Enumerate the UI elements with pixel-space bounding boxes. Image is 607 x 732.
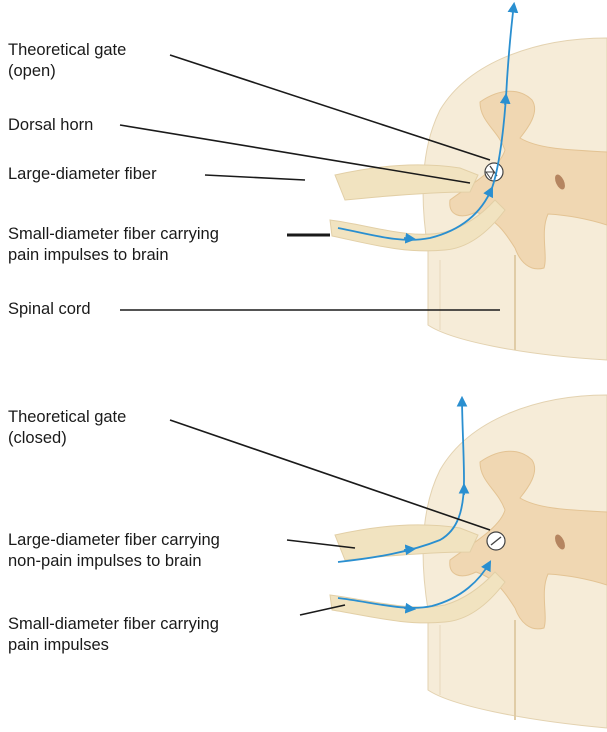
label-gate-state-open: (open): [8, 61, 56, 82]
label-theoretical-gate-open: Theoretical gate: [8, 40, 126, 61]
label-dorsal-horn: Dorsal horn: [8, 115, 93, 136]
panel-open: [120, 4, 607, 360]
theoretical-gate-closed: [487, 532, 505, 550]
label-spinal-cord: Spinal cord: [8, 299, 91, 320]
label-large-fiber-line2: non-pain impulses to brain: [8, 551, 202, 572]
panel-closed: [170, 395, 607, 728]
label-small-fiber-line1: Small-diameter fiber carrying: [8, 614, 219, 635]
label-small-fiber-line2: pain impulses to brain: [8, 245, 169, 266]
theoretical-gate-open: [485, 163, 503, 181]
label-small-fiber-line2: pain impulses: [8, 635, 109, 656]
label-gate-state-closed: (closed): [8, 428, 67, 449]
label-small-fiber-line1: Small-diameter fiber carrying: [8, 224, 219, 245]
label-large-diameter-fiber: Large-diameter fiber: [8, 164, 157, 185]
label-large-fiber-line1: Large-diameter fiber carrying: [8, 530, 220, 551]
label-theoretical-gate-closed: Theoretical gate: [8, 407, 126, 428]
